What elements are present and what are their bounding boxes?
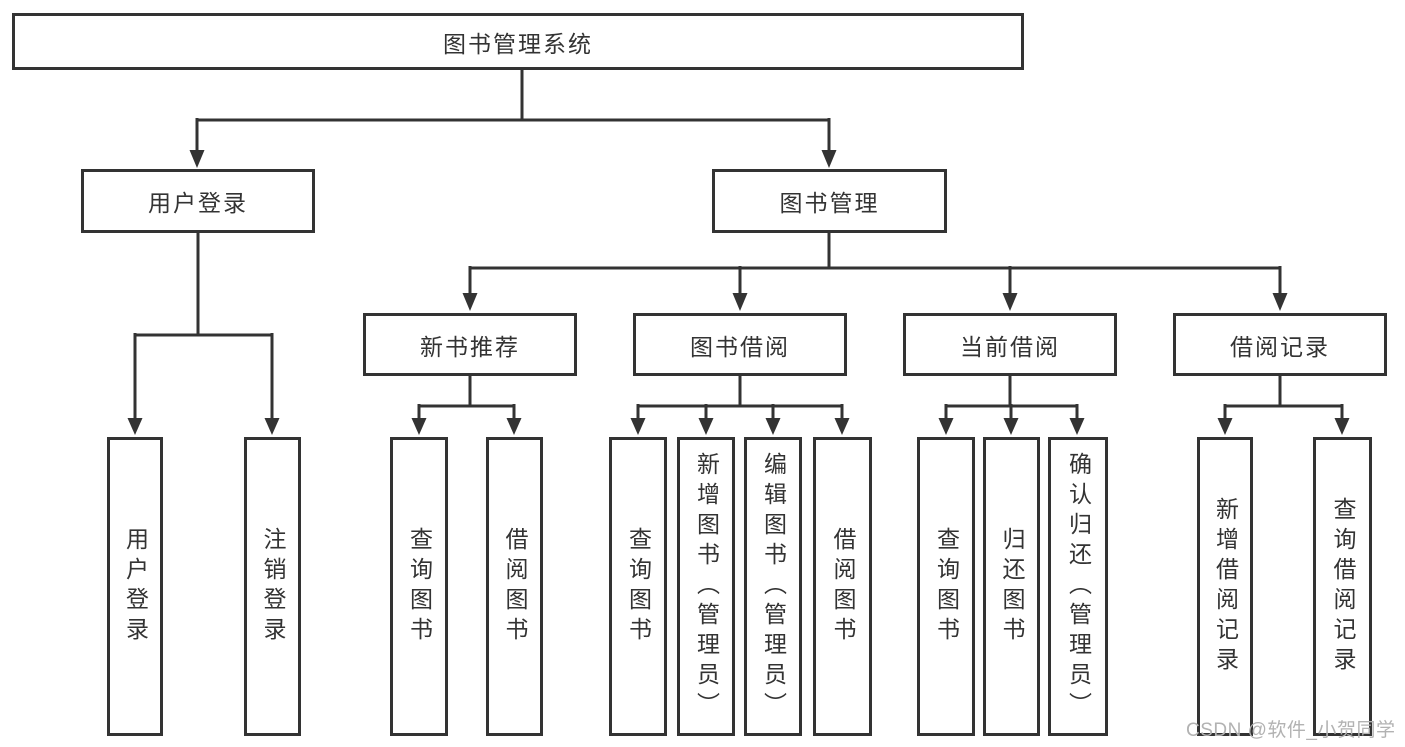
leaf-user-login: 用户登录: [107, 437, 163, 736]
connector-bookmgmt-to-level3: [468, 232, 1282, 295]
arrowhead-icon: [462, 293, 478, 311]
node-root: 图书管理系统: [12, 13, 1024, 70]
connector-userlogin-to-leaves: [133, 232, 274, 420]
node-book-borrow-label: 图书借阅: [690, 333, 790, 360]
node-book-management: 图书管理: [712, 169, 947, 233]
leaf-newbook-query: 查询图书: [390, 437, 448, 736]
leaf-borrow-edit: 编辑图书（管理员）: [744, 437, 802, 736]
leaf-current-return: 归还图书: [983, 437, 1040, 736]
node-book-management-label: 图书管理: [779, 190, 880, 216]
leaf-borrow-add: 新增图书（管理员）: [677, 437, 735, 736]
node-borrow-records: 借阅记录: [1173, 313, 1387, 376]
arrowhead-icon: [506, 418, 522, 435]
arrowhead-icon: [938, 418, 954, 435]
leaf-borrow-borrow-label: 借阅图书: [830, 526, 856, 647]
node-book-borrow: 图书借阅: [633, 313, 847, 376]
arrowhead-icon: [1334, 418, 1350, 435]
leaf-borrow-add-label: 新增图书（管理员）: [693, 451, 720, 722]
leaf-current-return-label: 归还图书: [999, 526, 1025, 647]
leaf-records-query: 查询借阅记录: [1313, 437, 1372, 736]
leaf-borrow-borrow: 借阅图书: [813, 437, 872, 736]
arrowhead-icon: [698, 418, 714, 435]
leaf-current-confirm-label: 确认归还（管理员）: [1065, 451, 1092, 722]
arrowhead-icon: [189, 150, 205, 168]
leaf-current-confirm: 确认归还（管理员）: [1048, 437, 1108, 736]
arrowhead-icon: [1272, 293, 1288, 311]
connector-borrow-to-leaves: [636, 376, 844, 420]
connector-newbook-to-leaves: [417, 376, 516, 420]
leaf-current-query: 查询图书: [917, 437, 975, 736]
leaf-borrow-query: 查询图书: [609, 437, 667, 736]
connector-records-to-leaves: [1223, 376, 1344, 420]
leaf-borrow-query-label: 查询图书: [625, 526, 652, 647]
arrowhead-icon: [732, 293, 748, 311]
leaf-records-add-label: 新增借阅记录: [1212, 496, 1239, 677]
arrowhead-icon: [765, 418, 781, 435]
arrowhead-icon: [411, 418, 427, 435]
arrowhead-icon: [1069, 418, 1085, 435]
node-new-book-recommend: 新书推荐: [363, 313, 577, 376]
leaf-current-query-label: 查询图书: [933, 526, 960, 647]
arrowhead-icon: [264, 418, 280, 435]
leaf-logout: 注销登录: [244, 437, 301, 736]
arrowhead-icon: [1002, 293, 1018, 311]
node-root-label: 图书管理系统: [443, 30, 593, 57]
arrowhead-icon: [1003, 418, 1019, 435]
arrowhead-icon: [630, 418, 646, 435]
leaf-newbook-borrow: 借阅图书: [486, 437, 543, 736]
node-user-login-label: 用户登录: [148, 190, 248, 216]
watermark: CSDN @软件_小贺同学: [1186, 720, 1396, 741]
arrowhead-icon: [834, 418, 850, 435]
leaf-borrow-edit-label: 编辑图书（管理员）: [760, 451, 787, 722]
leaf-user-login-label: 用户登录: [122, 526, 149, 647]
leaf-newbook-borrow-label: 借阅图书: [502, 526, 528, 647]
connector-root-to-level2: [195, 70, 831, 152]
leaf-records-query-label: 查询借阅记录: [1330, 496, 1356, 677]
node-new-book-recommend-label: 新书推荐: [420, 333, 520, 360]
arrowhead-icon: [821, 150, 837, 168]
connector-current-to-leaves: [944, 376, 1079, 420]
node-current-borrow-label: 当前借阅: [960, 333, 1060, 360]
leaf-logout-label: 注销登录: [260, 526, 286, 647]
node-user-login: 用户登录: [81, 169, 315, 233]
leaf-records-add: 新增借阅记录: [1197, 437, 1253, 736]
arrowheads: [127, 150, 1350, 435]
arrowhead-icon: [1217, 418, 1233, 435]
arrowhead-icon: [127, 418, 143, 435]
node-borrow-records-label: 借阅记录: [1230, 333, 1330, 360]
leaf-newbook-query-label: 查询图书: [406, 526, 433, 647]
node-current-borrow: 当前借阅: [903, 313, 1117, 376]
